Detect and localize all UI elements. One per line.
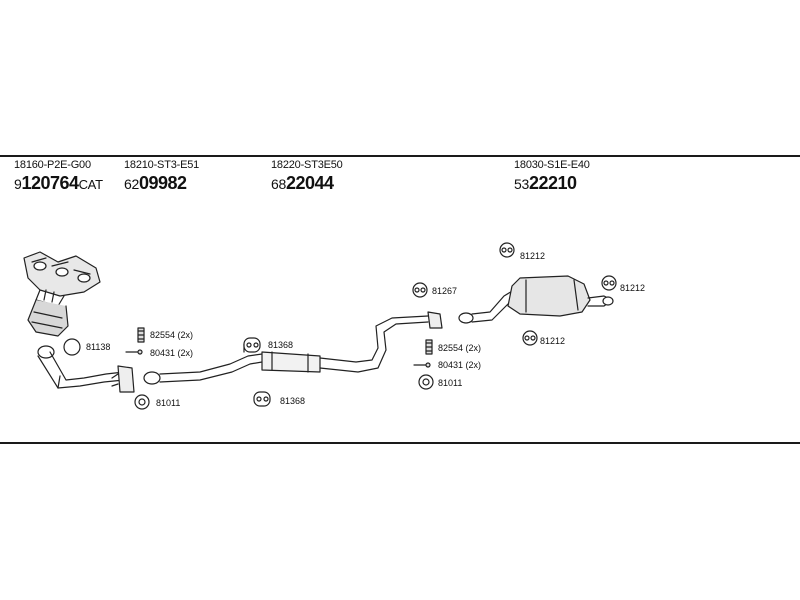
oem-number: 18160-P2E-G00 (14, 159, 91, 171)
part-number-prefix: 68 (271, 176, 286, 192)
label-muffler-hanger-top: 81212 (520, 251, 545, 261)
rubber-hanger-upper-drawing (243, 337, 261, 353)
rubber-hanger-muffler-bottom-drawing (522, 330, 538, 346)
part-number-suffix: CAT (78, 177, 103, 192)
part-labels: 81138 82554 (2x) 80431 (2x) 81011 81368 … (86, 251, 645, 408)
part-number-prefix: 62 (124, 176, 139, 192)
part-number-main: 09982 (138, 173, 187, 193)
rubber-hanger-muffler-top-drawing (499, 242, 515, 258)
part-number-main: 22210 (528, 173, 577, 193)
rubber-hanger-centre-drawing (412, 282, 428, 298)
label-muffler-hanger-bottom: 81212 (540, 336, 565, 346)
label-front-ring: 81138 (86, 342, 110, 352)
oem-number: 18220-ST3E50 (271, 159, 343, 171)
label-mid-hanger-upper: 81368 (268, 340, 293, 350)
label-front-nut: 80431 (2x) (150, 348, 193, 358)
bolt-hardware-rear-drawing (413, 339, 433, 368)
label-front-bolt: 82554 (2x) (150, 330, 193, 340)
label-muffler-hanger-right: 81212 (620, 283, 645, 293)
rear-muffler-drawing (458, 275, 614, 324)
part-header-rear-muffler: 18030-S1E-E40 5322210 (514, 159, 590, 193)
rubber-hanger-lower-drawing (253, 391, 271, 407)
rubber-hanger-81138-drawing (63, 338, 81, 356)
part-number-main: 120764 (21, 173, 80, 193)
part-number-prefix: 53 (514, 176, 529, 192)
top-divider-line (0, 155, 800, 157)
label-mid-hanger-lower: 81368 (280, 396, 305, 406)
part-header-manifold: 18160-P2E-G00 9120764CAT (14, 159, 103, 193)
bolt-hardware-front-drawing (125, 327, 145, 355)
rubber-hanger-muffler-right-drawing (601, 275, 617, 291)
part-number-prefix: 9 (14, 176, 22, 192)
bottom-divider-line (0, 442, 800, 444)
gasket-front-drawing (134, 394, 150, 410)
part-header-middle-pipe: 18220-ST3E50 6822044 (271, 159, 343, 193)
label-rear-nut: 80431 (2x) (438, 360, 481, 370)
gasket-rear-drawing (418, 374, 434, 390)
label-front-gasket: 81011 (156, 398, 180, 408)
label-centre-hanger: 81267 (432, 286, 457, 296)
oem-number: 18210-ST3-E51 (124, 159, 200, 171)
part-number-main: 22044 (285, 173, 334, 193)
oem-number: 18030-S1E-E40 (514, 159, 590, 171)
part-header-front-pipe: 18210-ST3-E51 6209982 (124, 159, 200, 193)
front-pipe-drawing (37, 345, 135, 393)
exhaust-manifold-catalyst-drawing (23, 251, 101, 337)
middle-pipe-drawing (143, 311, 443, 385)
label-rear-bolt: 82554 (2x) (438, 343, 481, 353)
label-rear-gasket: 81011 (438, 378, 462, 388)
